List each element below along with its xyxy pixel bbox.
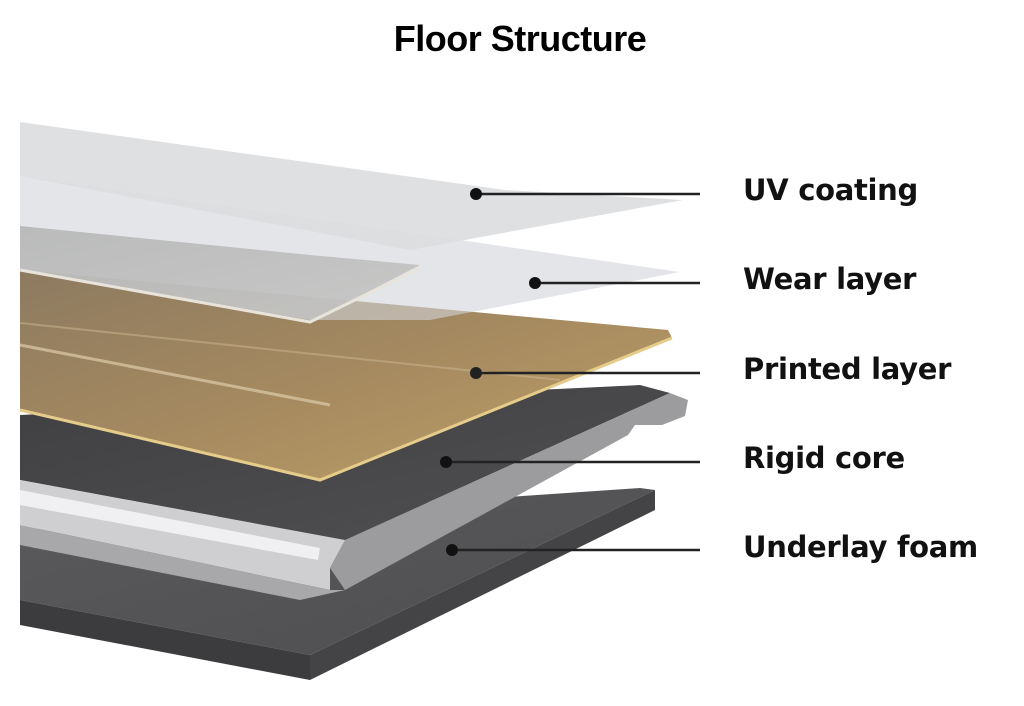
label-wear-layer: Wear layer [743, 262, 917, 296]
layer-printed [19, 270, 673, 482]
leader-underlay-foam [446, 544, 700, 556]
printed-seam-1 [19, 322, 561, 381]
label-underlay-foam: Underlay foam [743, 530, 978, 564]
printed-seam-2 [19, 343, 331, 407]
foam-side-edge [310, 490, 655, 680]
label-rigid-core: Rigid core [743, 441, 905, 475]
label-printed-layer: Printed layer [743, 352, 952, 386]
leader-printed-layer [470, 367, 700, 379]
label-uv-coating: UV coating [743, 173, 918, 207]
wear-front-edge [19, 266, 421, 324]
leader-lines [440, 188, 700, 556]
leader-wear-layer [529, 277, 700, 289]
uv-sheet [20, 122, 683, 250]
core-side-edge [330, 393, 688, 590]
pointer-dot [440, 456, 452, 468]
pointer-dot [529, 277, 541, 289]
layer-uv-coating [20, 122, 683, 250]
pointer-dot [470, 188, 482, 200]
pointer-dot [470, 367, 482, 379]
layer-wear [19, 176, 680, 324]
core-tongue-white [20, 490, 320, 560]
diagram-title: Floor Structure [393, 18, 647, 59]
leader-uv-coating [470, 188, 700, 200]
leader-rigid-core [440, 456, 700, 468]
printed-front-edge [19, 336, 673, 482]
pointer-dot [446, 544, 458, 556]
core-tongue-lip [20, 525, 345, 600]
printed-top-face [20, 270, 672, 480]
foam-front-edge [20, 600, 310, 680]
wear-sheet [20, 176, 680, 320]
